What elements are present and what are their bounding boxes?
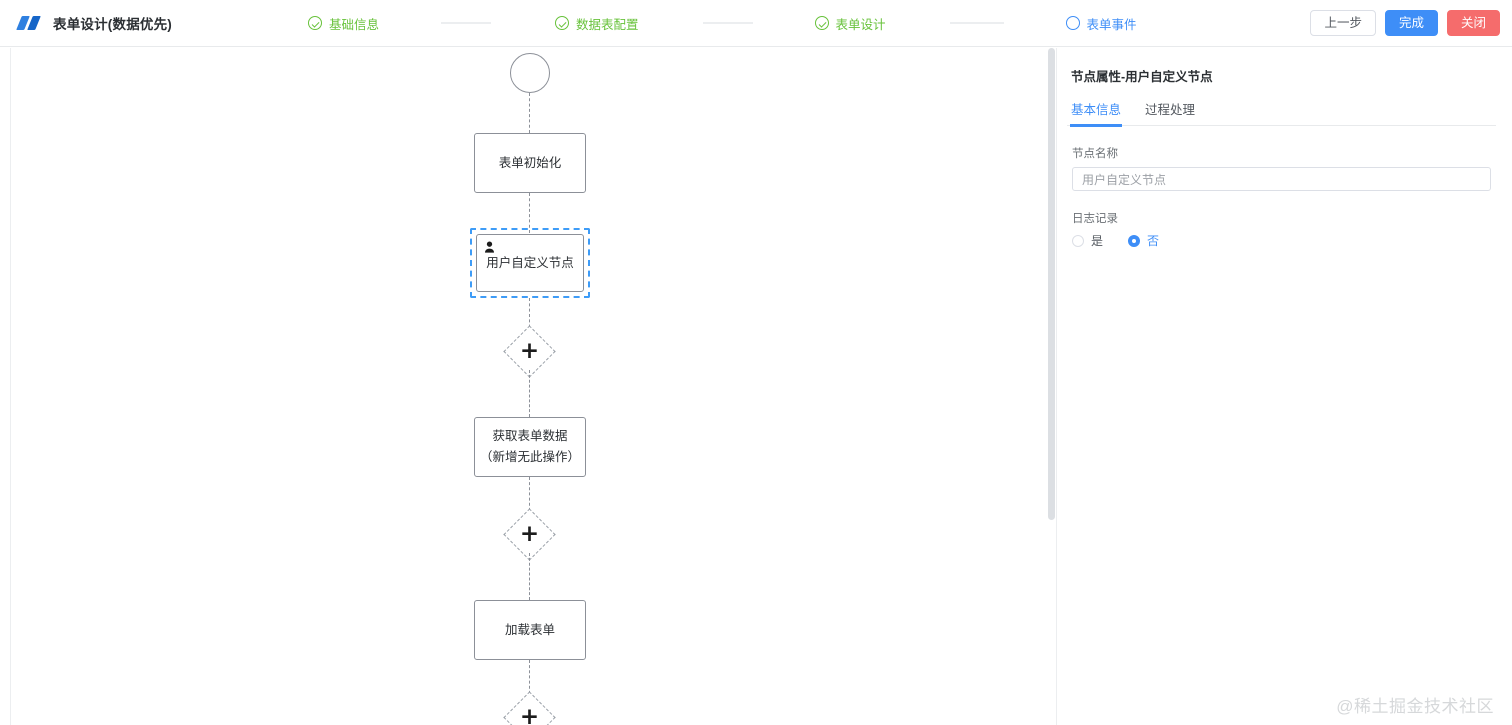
- plus-icon: +: [519, 521, 540, 547]
- flow-canvas[interactable]: 表单初始化 用户自定义节点 + 获取表单数据 （新增无此操作）: [10, 48, 1056, 725]
- step-label: 表单设计: [835, 17, 886, 32]
- node-name-field-group: 节点名称: [1067, 145, 1496, 191]
- user-icon: [485, 241, 494, 253]
- step-connector: [949, 22, 1004, 24]
- flow-node-load-form[interactable]: 加载表单: [474, 600, 586, 660]
- radio-log-no[interactable]: 否: [1128, 232, 1159, 249]
- flow-edge: [529, 660, 530, 699]
- panel-title: 节点属性-用户自定义节点: [1071, 70, 1213, 84]
- plus-icon: +: [519, 338, 540, 364]
- canvas-vertical-scrollbar[interactable]: [1048, 48, 1055, 520]
- finish-button[interactable]: 完成: [1384, 10, 1438, 36]
- flow-node-user-custom[interactable]: 用户自定义节点: [476, 234, 584, 292]
- flow-node-form-init[interactable]: 表单初始化: [474, 133, 586, 193]
- node-properties-panel: 节点属性-用户自定义节点 基本信息 过程处理 节点名称 日志记录 是 否: [1056, 48, 1512, 725]
- tab-basic-info[interactable]: 基本信息: [1069, 99, 1123, 127]
- step-connector: [702, 22, 753, 24]
- flow-edge: [529, 93, 530, 133]
- check-circle-icon: [814, 16, 829, 30]
- app-header: 表单设计(数据优先) 基础信息 数据表配置 表单设计 表单事件 上一步 完成 关…: [0, 0, 1512, 47]
- header-actions: 上一步 完成 关闭: [1310, 10, 1512, 36]
- flow-add-node-2[interactable]: +: [503, 508, 556, 561]
- flow-add-node-1[interactable]: +: [503, 325, 556, 378]
- step-label: 基础信息: [329, 17, 380, 32]
- circle-icon: [1065, 16, 1080, 30]
- step-table-config[interactable]: 数据表配置: [555, 14, 639, 33]
- tab-process-handling[interactable]: 过程处理: [1145, 103, 1196, 117]
- node-name-input[interactable]: [1072, 167, 1491, 191]
- check-circle-icon: [555, 16, 570, 30]
- radio-label: 是: [1091, 234, 1104, 248]
- log-record-radio-group: 是 否: [1072, 232, 1491, 249]
- flow-add-node-3[interactable]: +: [503, 691, 556, 725]
- node-name-label: 节点名称: [1072, 148, 1118, 160]
- flow-edge: [529, 477, 530, 516]
- brand: 表单设计(数据优先): [0, 13, 300, 33]
- flow-node-get-form-data[interactable]: 获取表单数据 （新增无此操作）: [474, 417, 586, 477]
- flow-node-label: 获取表单数据: [492, 429, 568, 443]
- watermark: @稀土掘金技术社区: [1336, 697, 1494, 716]
- flow-node-label: 表单初始化: [498, 155, 562, 170]
- check-circle-icon: [308, 16, 322, 30]
- plus-icon: +: [519, 704, 540, 725]
- flow-node-label: 用户自定义节点: [486, 255, 574, 270]
- panel-tabs: 基本信息 过程处理: [1067, 99, 1496, 127]
- log-record-field-group: 日志记录 是 否: [1067, 210, 1496, 249]
- flow-node-sublabel: （新增无此操作）: [479, 450, 580, 464]
- step-label: 数据表配置: [576, 17, 639, 32]
- flow-edge: [529, 553, 530, 600]
- step-connector: [441, 22, 492, 24]
- radio-circle-checked-icon: [1128, 234, 1141, 247]
- flow-edge: [529, 370, 530, 417]
- flow-node-start[interactable]: [510, 53, 550, 93]
- step-form-events[interactable]: 表单事件: [1065, 14, 1137, 33]
- flow-diagram: 表单初始化 用户自定义节点 + 获取表单数据 （新增无此操作）: [11, 48, 1056, 725]
- prev-step-button[interactable]: 上一步: [1310, 10, 1376, 36]
- radio-label: 否: [1147, 234, 1160, 248]
- log-record-label: 日志记录: [1072, 213, 1118, 225]
- close-button[interactable]: 关闭: [1446, 10, 1500, 36]
- page-title: 表单设计(数据优先): [53, 17, 172, 32]
- flow-node-label: 加载表单: [504, 622, 555, 637]
- flow-edge: [529, 193, 530, 233]
- step-basic-info[interactable]: 基础信息: [308, 14, 379, 33]
- logo-icon: [16, 16, 42, 30]
- flow-edge: [529, 298, 530, 333]
- radio-circle-icon: [1072, 234, 1084, 247]
- step-label: 表单事件: [1086, 17, 1137, 32]
- radio-log-yes[interactable]: 是: [1072, 232, 1103, 249]
- step-indicator: 基础信息 数据表配置 表单设计 表单事件: [300, 14, 1310, 33]
- step-form-design[interactable]: 表单设计: [814, 14, 886, 33]
